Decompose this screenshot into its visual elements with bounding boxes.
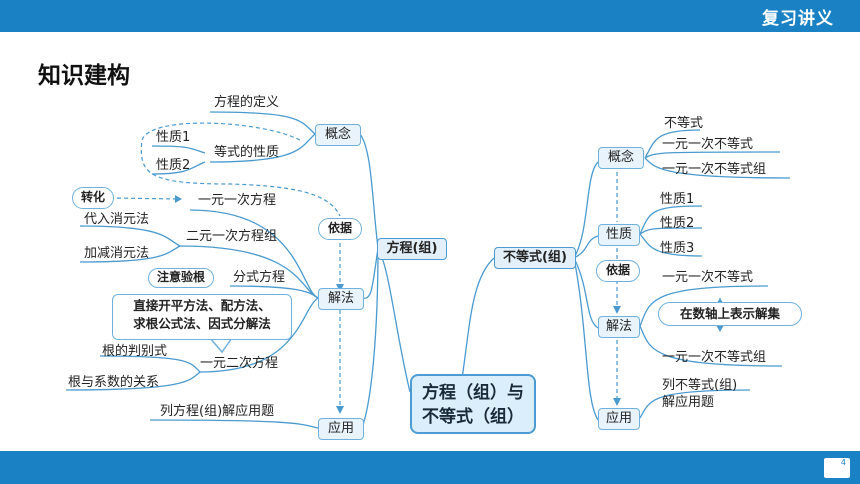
page-title: 知识建构 [38,63,130,89]
inequality-word-problems-line-1: 列不等式(组) [662,378,738,393]
substitution-method: 代入消元法 [84,212,150,227]
left-application-box: 应用 [318,418,364,440]
dashed-concept-loop [140,122,341,217]
discriminant-label: 根的判别式 [102,344,168,359]
center-line-2: 不等式（组） [422,407,524,427]
connector-r-prop-3 [639,233,703,257]
equation-word-problems: 列方程(组)解应用题 [160,404,275,419]
arrow-numberline-down [716,325,724,332]
connector-app [149,419,319,429]
inequality-word-problems-line-2: 解应用题 [662,395,715,410]
quadratic-equation: 一元二次方程 [200,356,279,371]
linear-inequality-system-label: 一元一次不等式组 [662,162,767,177]
quadratic-methods-bubble: 直接开平方法、配方法、 求根公式法、因式分解法 [112,294,292,340]
inequality-label: 不等式 [664,116,704,131]
inequality-property-2: 性质2 [660,216,695,231]
linear-inequality-solve: 一元一次不等式 [662,270,754,285]
center-line-1: 方程（组）与 [422,383,524,403]
definition-label: 方程的定义 [214,95,280,110]
connector-method-linear2 [179,245,319,299]
quadratic-methods-line-2: 求根公式法、因式分解法 [133,316,271,331]
connector-left-trunk2 [361,247,379,299]
arrow-basis-app [336,406,344,414]
connector-method-linear1 [189,209,319,299]
connector-right-trunk [573,161,599,259]
left-branch-equations: 方程(组) [377,238,447,260]
right-concept-box: 概念 [598,147,644,169]
connector-r-prop-2 [639,227,703,235]
inequality-property-1: 性质1 [660,192,695,207]
fractional-equation: 分式方程 [233,270,286,285]
connector-equality-props2 [151,161,206,175]
right-application-box: 应用 [598,408,640,430]
linear-equation-one: 一元一次方程 [198,193,277,208]
number-line-oval: 在数轴上表示解集 [658,302,802,326]
vieta-label: 根与系数的关系 [68,375,160,390]
top-bar [0,0,860,32]
connector-concept-definition [209,111,316,135]
linear-inequality-system-solve: 一元一次不等式组 [662,350,767,365]
connector-r-app [639,389,751,419]
arrow-r-app [613,398,621,406]
connector-elim2 [79,245,181,263]
linear-inequality-label: 一元一次不等式 [662,137,754,152]
connector-r-concept-1 [644,129,701,159]
bottom-bar [0,451,860,484]
right-method-box: 解法 [598,316,640,338]
addition-method: 加减消元法 [84,246,150,261]
transform-oval: 转化 [72,187,114,209]
left-basis-oval: 依据 [318,218,362,240]
right-property-box: 性质 [598,224,640,246]
connector-r-prop-1 [639,205,703,235]
connector-left-main [377,247,411,393]
connector-equality-props [151,145,206,154]
connector-right-main [459,257,495,393]
connector-left-trunk3 [361,247,379,429]
right-branch-inequalities: 不等式(组) [494,247,576,269]
section-title: 复习讲义 [762,9,834,29]
connector-right-trunk4 [573,257,599,421]
connector-right-trunk2 [573,235,599,259]
page-number: 4 [840,458,846,467]
equality-property-1: 性质1 [156,130,191,145]
connector-method-fraction [229,285,319,299]
left-method-box: 解法 [318,288,364,310]
arrow-r-basis [613,306,621,314]
connector-left-trunk [359,133,379,249]
connector-elim [79,225,181,247]
quadratic-methods-line-1: 直接开平方法、配方法、 [133,298,271,313]
connector-concept-equality [209,133,316,163]
arrow-transform [175,195,182,203]
connector-method-quadratic [199,297,319,373]
connector-quad-vieta [65,371,201,391]
connector-right-trunk3 [573,257,599,329]
connector-r-concept-2 [644,151,781,159]
connector-r-concept-3 [644,157,791,179]
check-root-oval: 注意验根 [148,268,214,288]
right-basis-oval: 依据 [596,260,640,282]
left-concept-box: 概念 [315,124,361,146]
center-topic: 方程（组）与 不等式（组） [410,374,536,434]
presentation-icon [824,458,850,478]
equality-property-2: 性质2 [156,158,191,173]
inequality-property-3: 性质3 [660,241,695,256]
connector-r-method-1 [639,285,769,327]
connector-r-method-2 [639,325,783,367]
connector-quad-disc [99,355,201,373]
equality-properties-label: 等式的性质 [214,145,280,160]
dashed-transform [109,197,181,200]
linear-equation-two: 二元一次方程组 [186,229,278,244]
